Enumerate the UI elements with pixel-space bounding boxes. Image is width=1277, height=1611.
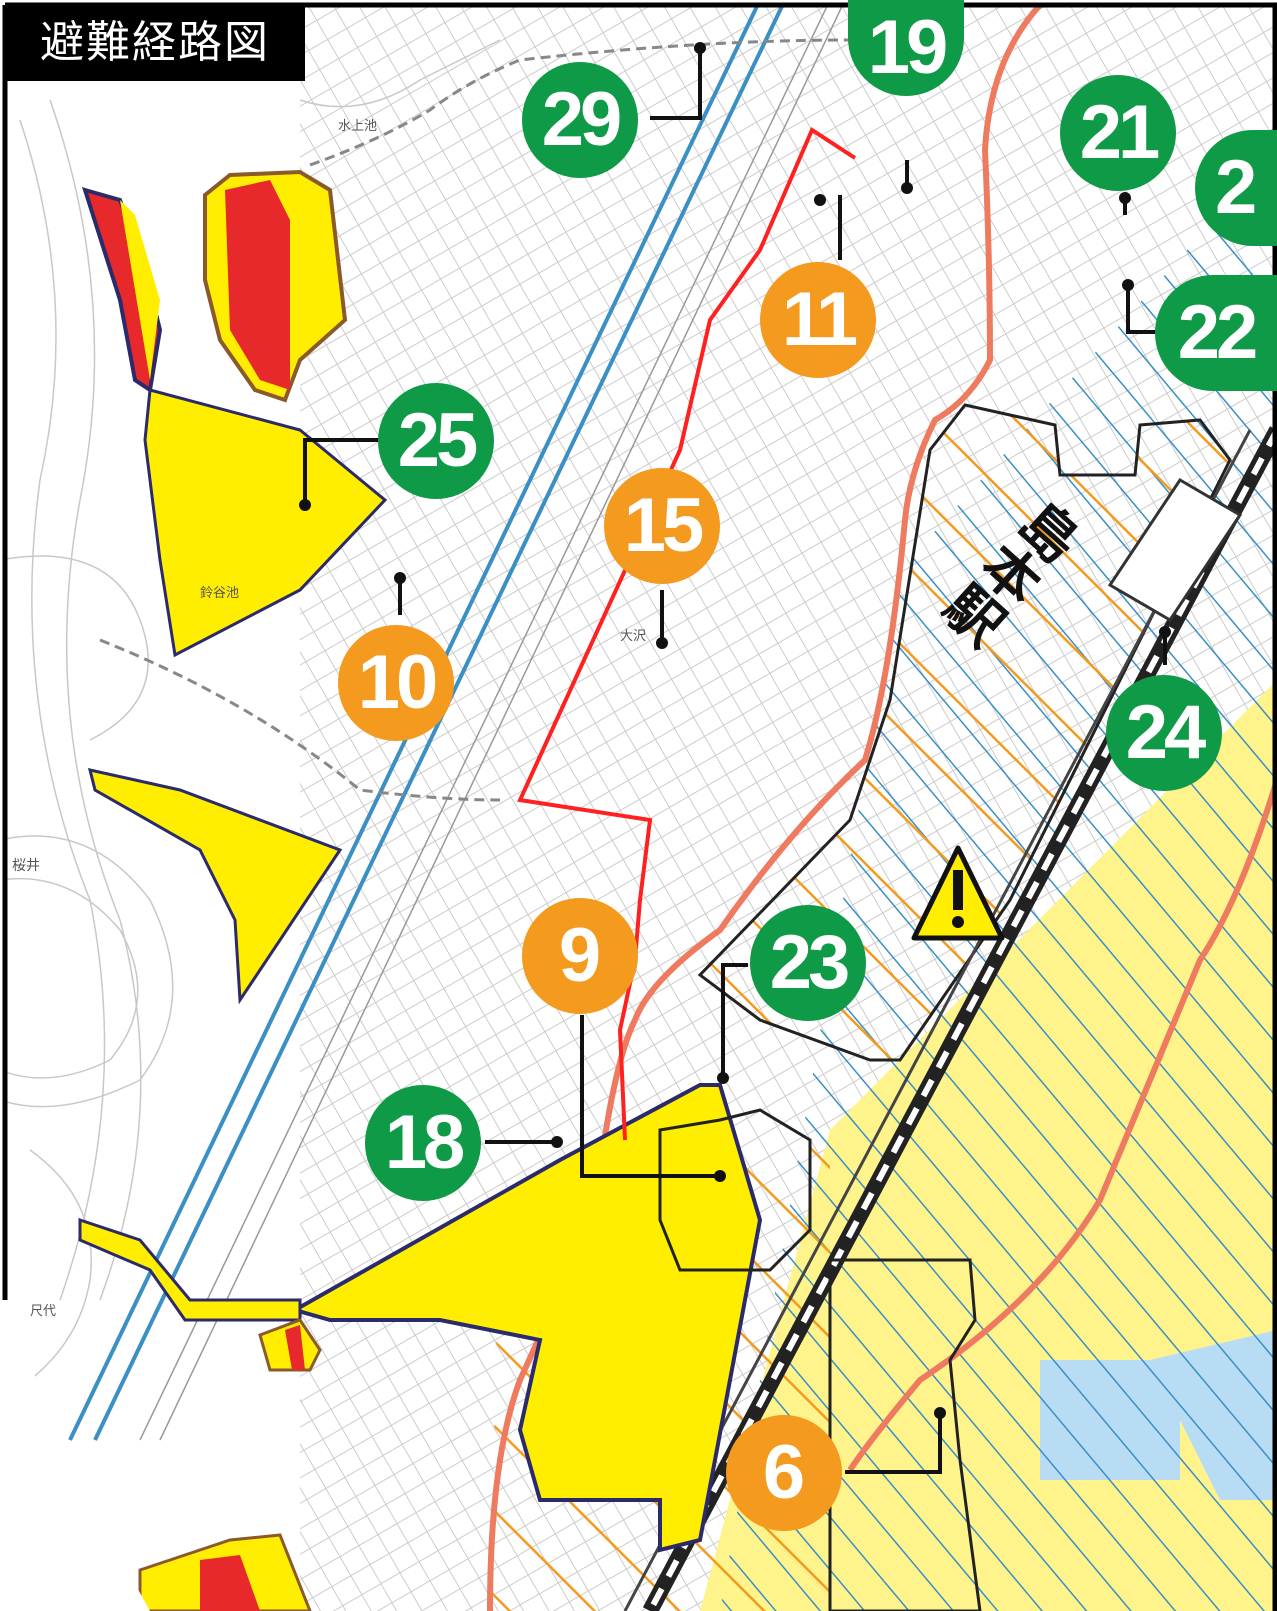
shelter-marker-22[interactable]: 22 — [1155, 275, 1277, 391]
shelter-marker-9[interactable]: 9 — [522, 898, 638, 1014]
place-label-osawa: 大沢 — [620, 629, 647, 644]
shelter-marker-29[interactable]: 29 — [522, 62, 638, 178]
shelter-location-dots — [299, 42, 1171, 1419]
shelter-marker-18[interactable]: 18 — [365, 1085, 481, 1201]
shelter-marker-15[interactable]: 15 — [604, 468, 720, 584]
shelter-marker-25[interactable]: 25 — [378, 383, 494, 499]
warning-triangle-icon — [911, 845, 1005, 941]
place-label-suzutani-pond: 鈴谷池 — [200, 586, 240, 601]
place-label-sakurai: 桜井 — [12, 858, 40, 874]
shelter-marker-24[interactable]: 24 — [1106, 675, 1222, 791]
shelter-marker-23[interactable]: 23 — [750, 905, 866, 1021]
contour-lines — [5, 39, 501, 1381]
shelter-marker-11[interactable]: 11 — [760, 262, 876, 378]
railway — [623, 426, 1275, 1611]
station-building — [1107, 477, 1243, 623]
hazard-zone-orange-hatch — [697, 403, 1232, 1062]
map-title: 避難経路図 — [5, 5, 305, 81]
place-label-mizukami-pond: 水上池 — [338, 119, 378, 134]
place-label-shakudai: 尺代 — [30, 1304, 57, 1319]
shelter-marker-10[interactable]: 10 — [338, 625, 454, 741]
shelter-marker-21[interactable]: 21 — [1060, 75, 1176, 191]
shelter-marker-6[interactable]: 6 — [726, 1415, 842, 1531]
shelter-marker-19[interactable]: 19 — [848, 0, 964, 96]
hazard-zone-red — [225, 180, 290, 390]
